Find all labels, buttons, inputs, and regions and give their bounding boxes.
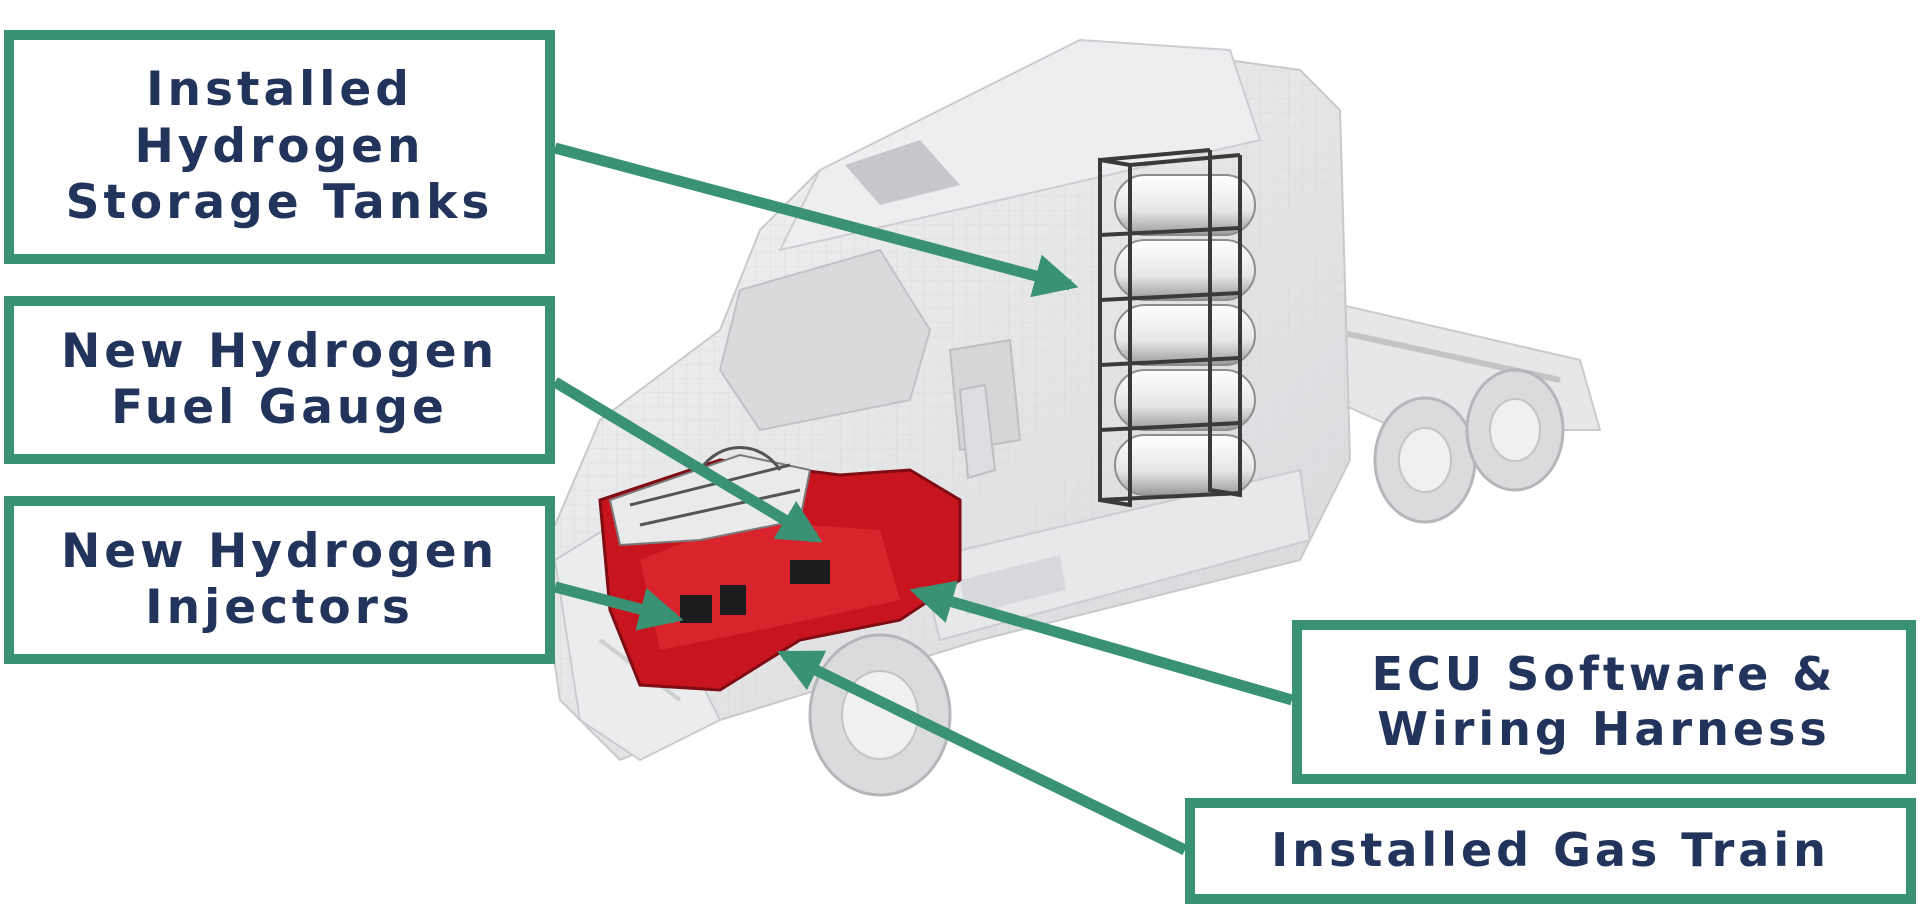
callout-line: Injectors xyxy=(145,580,414,635)
callout-storage-tanks: Installed Hydrogen Storage Tanks xyxy=(4,30,555,264)
hydrogen-tanks xyxy=(1098,148,1256,508)
hydrogen-engine xyxy=(598,446,962,692)
callout-line: Fuel Gauge xyxy=(111,380,448,435)
arrow-fuel-gauge xyxy=(552,377,823,543)
callout-line: Hydrogen xyxy=(134,118,425,174)
callout-ecu: ECU Software & Wiring Harness xyxy=(1292,620,1916,784)
arrow-gas-train xyxy=(777,650,1188,855)
callout-gas-train: Installed Gas Train xyxy=(1185,798,1916,904)
arrow-injectors xyxy=(553,581,684,631)
callout-line: Storage Tanks xyxy=(65,175,494,231)
callout-line: Installed Gas Train xyxy=(1271,823,1830,878)
callout-line: New Hydrogen xyxy=(60,523,499,579)
arrow-ecu xyxy=(909,580,1294,706)
callout-line: Wiring Harness xyxy=(1377,702,1831,756)
callout-line: Installed xyxy=(146,62,413,118)
callout-line: New Hydrogen xyxy=(60,323,499,379)
arrow-storage-tanks xyxy=(553,142,1079,298)
callout-injectors: New Hydrogen Injectors xyxy=(4,496,555,664)
callout-line: ECU Software & xyxy=(1371,646,1837,701)
pointer-arrows xyxy=(552,142,1294,855)
callout-fuel-gauge: New Hydrogen Fuel Gauge xyxy=(4,296,555,464)
